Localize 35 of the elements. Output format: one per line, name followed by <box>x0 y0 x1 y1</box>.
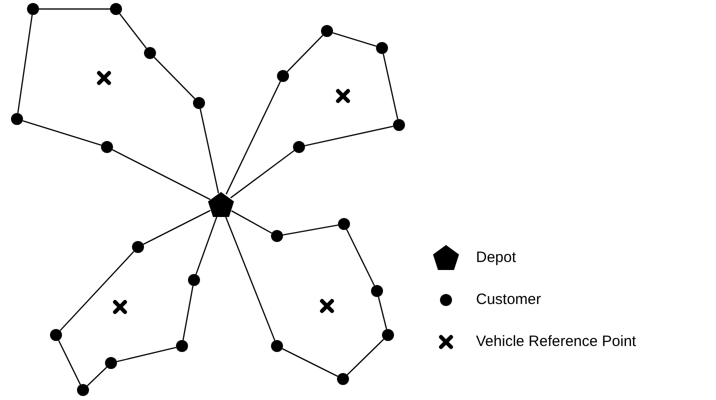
route-line <box>231 210 272 234</box>
route-line <box>154 56 196 100</box>
reference-point-cross <box>335 88 351 104</box>
route-line <box>304 126 394 146</box>
legend-label: Customer <box>476 290 542 310</box>
route-line <box>195 216 218 275</box>
route-line <box>119 13 147 49</box>
reference-point-cross <box>96 70 112 86</box>
route-line <box>332 32 376 47</box>
route-line <box>346 338 384 376</box>
route-line <box>60 250 134 332</box>
legend-label: Depot <box>476 248 516 268</box>
route-line <box>226 81 281 194</box>
route-line <box>224 216 276 341</box>
route-line <box>182 286 194 340</box>
route-line <box>112 149 211 200</box>
route-line <box>39 8 110 10</box>
route-line <box>22 120 102 146</box>
route-line <box>230 150 295 198</box>
route-line <box>86 366 108 386</box>
route-line <box>378 296 388 330</box>
route-line <box>17 14 33 114</box>
reference-point-cross <box>319 298 335 314</box>
route-line <box>116 346 176 362</box>
route-line <box>282 348 338 377</box>
route-line <box>346 229 375 286</box>
route-line <box>382 54 398 120</box>
reference-point-cross <box>112 299 128 315</box>
route-line <box>200 108 220 194</box>
route-line <box>286 34 324 72</box>
depot-pentagon <box>207 191 235 219</box>
route-line <box>282 224 338 236</box>
route-line <box>58 340 81 385</box>
route-line <box>143 210 211 245</box>
legend-label: Vehicle Reference Point <box>476 332 636 352</box>
